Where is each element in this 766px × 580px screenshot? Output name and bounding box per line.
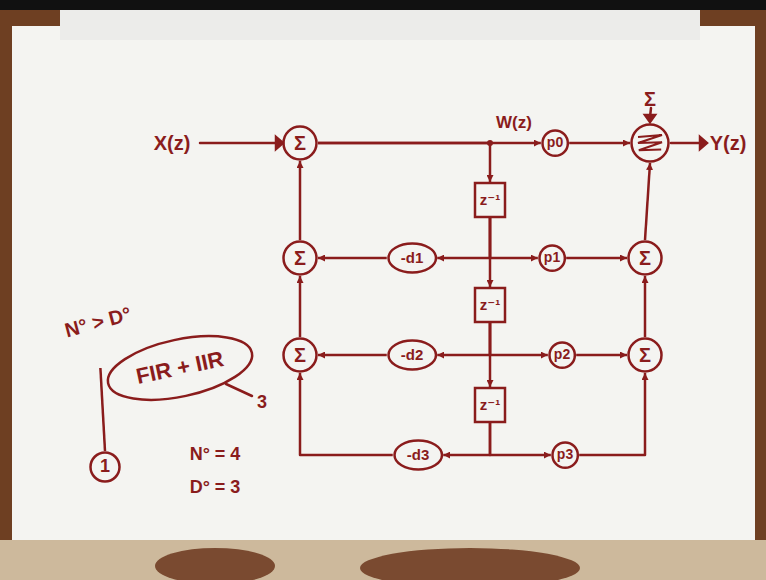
note-text: N° = 4 — [190, 445, 241, 465]
signal-name: Y(z) — [710, 132, 747, 154]
gain-circle: p3 — [551, 441, 579, 469]
paper-strip — [60, 10, 700, 40]
node-text: Σ — [639, 247, 651, 269]
sum-junction: Σ — [282, 125, 318, 161]
node-text: p0 — [547, 135, 563, 150]
sum-junction: Σ — [630, 123, 670, 163]
node-text: -d2 — [401, 347, 424, 364]
gain-circle: p0 — [541, 129, 569, 157]
arrow-head — [700, 137, 707, 149]
node-outline — [630, 123, 670, 163]
shape-outline — [632, 125, 669, 162]
node-text: Σ — [644, 88, 656, 110]
arrow-head — [276, 137, 283, 149]
arrow-head — [645, 115, 655, 122]
signal-wire — [489, 323, 492, 387]
signal-wire — [437, 323, 490, 355]
hand — [155, 548, 275, 580]
shape-outline — [102, 325, 258, 411]
shape-outline — [394, 441, 442, 470]
signal-wire — [299, 161, 302, 240]
shape-outline — [539, 245, 564, 270]
node-text: Σ — [294, 132, 306, 154]
node-text: 1 — [100, 457, 110, 477]
output-wire — [671, 142, 700, 145]
box-outline — [475, 388, 505, 422]
signal-wire — [489, 218, 492, 287]
signal-wire — [443, 423, 490, 455]
shape-outline — [552, 442, 577, 467]
gain-ellipse: -d3 — [393, 439, 444, 471]
top-bar — [0, 0, 766, 10]
delay-box: z⁻¹ — [474, 182, 506, 218]
note-ellipse: FIR + IIR — [100, 323, 259, 413]
delay-box: z⁻¹ — [474, 287, 506, 323]
node-text: FIR + IIR — [134, 347, 226, 389]
shape-outline — [629, 339, 662, 372]
sum-junction: Σ — [627, 240, 663, 276]
shape-outline — [91, 453, 120, 482]
shape-outline — [388, 341, 436, 370]
callout-number: 3 — [257, 393, 267, 413]
signal-wire — [437, 218, 490, 258]
signal-wire — [566, 257, 627, 260]
box-outline — [475, 288, 505, 322]
shape-outline — [388, 244, 436, 273]
gain-circle: p1 — [538, 244, 566, 272]
gain-circle: p2 — [548, 341, 576, 369]
node-text: z⁻¹ — [480, 397, 500, 414]
signal-name: X(z) — [154, 132, 191, 154]
signal-wire — [318, 257, 387, 260]
node-text: -d3 — [407, 447, 430, 464]
node-text: z⁻¹ — [480, 192, 500, 209]
shape-outline — [284, 339, 317, 372]
node-text: Σ — [639, 344, 651, 366]
signal-wire — [490, 323, 548, 355]
box-outline — [475, 183, 505, 217]
node-text: p3 — [557, 447, 573, 462]
gain-ellipse: -d1 — [387, 242, 438, 274]
callout-circle: 1 — [89, 451, 121, 483]
sum-junction: Σ — [282, 240, 318, 276]
shape-outline — [542, 130, 567, 155]
node-text: Σ — [294, 247, 306, 269]
signal-wire — [490, 218, 538, 258]
signal-wire — [318, 143, 490, 182]
signal-wire — [576, 354, 627, 357]
sum-junction: Σ — [627, 337, 663, 373]
node-text: p2 — [554, 347, 570, 362]
input-wire — [200, 142, 276, 145]
signal-wire — [644, 276, 647, 337]
paper — [12, 26, 755, 540]
shape-outline — [629, 242, 662, 275]
signal-wire — [579, 373, 645, 455]
signal-wire — [318, 354, 387, 357]
scribble — [638, 135, 662, 150]
shape-outline — [284, 242, 317, 275]
signal-wire — [490, 423, 551, 455]
delay-box: z⁻¹ — [474, 387, 506, 423]
note-text: D° = 3 — [190, 478, 241, 498]
shape-outline — [549, 342, 574, 367]
note-text: N° > D° — [62, 303, 133, 342]
shape-outline — [284, 127, 317, 160]
leader-line — [226, 384, 252, 396]
signal-wire — [645, 163, 650, 240]
hand — [360, 548, 580, 580]
node-text: -d1 — [401, 250, 424, 267]
gain-ellipse: -d2 — [387, 339, 438, 371]
node-text: p1 — [544, 250, 560, 265]
signal-wire — [299, 276, 302, 337]
node-text: Σ — [294, 344, 306, 366]
node-text: z⁻¹ — [480, 297, 500, 314]
signal-wire — [569, 142, 630, 145]
sum-junction: Σ — [282, 337, 318, 373]
signal-wire — [100, 368, 105, 451]
signal-wire — [300, 373, 393, 455]
signal-name: W(z) — [496, 114, 532, 133]
